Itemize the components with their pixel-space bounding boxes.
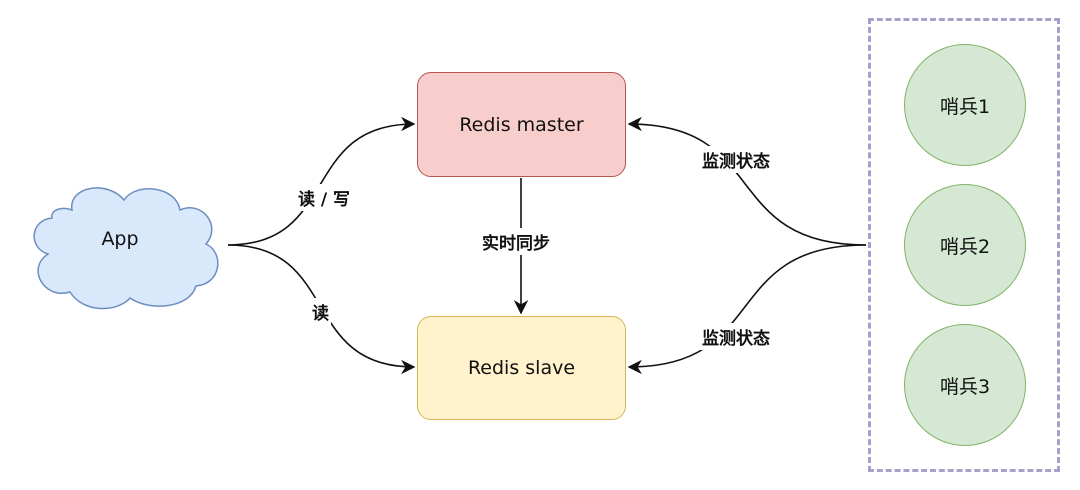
redis-slave-node: Redis slave	[417, 316, 626, 420]
edge-sentinel-master	[627, 116, 867, 246]
edge-sentinel-slave	[627, 244, 867, 375]
sentinel-group	[868, 18, 1060, 472]
app-node-label: App	[101, 228, 139, 250]
sentinel-node-1: 哨兵1	[904, 44, 1026, 166]
sentinel-node-3: 哨兵3	[904, 324, 1026, 446]
app-cloud	[33, 187, 219, 310]
edge-label-monitor-master: 监测状态	[700, 146, 772, 173]
redis-master-node: Redis master	[417, 72, 626, 177]
edge-label-monitor-slave: 监测状态	[700, 323, 772, 350]
sentinel-node-2: 哨兵2	[904, 184, 1026, 306]
edge-label-read: 读	[310, 298, 331, 325]
edge-label-read-write: 读 / 写	[296, 184, 353, 211]
edge-label-sync: 实时同步	[480, 228, 552, 255]
